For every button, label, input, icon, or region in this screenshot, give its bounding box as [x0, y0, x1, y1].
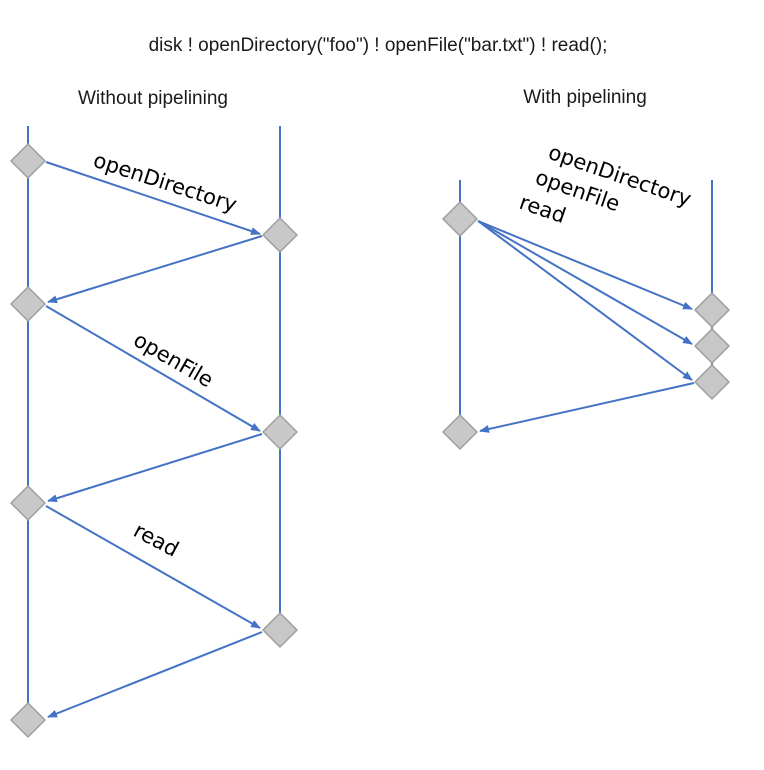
left-label-opendirectory: openDirectory: [90, 148, 239, 217]
left-client-node-2: [9, 285, 47, 323]
left-arrow-read-response: [47, 631, 263, 718]
right-server-node-1: [693, 291, 731, 329]
left-server-node-2: [261, 413, 299, 451]
left-arrow-openfile-request: [45, 305, 261, 432]
left-section-title: Without pipelining: [78, 88, 228, 109]
right-server-node-3: [693, 363, 731, 401]
left-arrow-openfile-response: [47, 433, 263, 503]
left-server-node-1: [261, 216, 299, 254]
right-section-title: With pipelining: [523, 87, 647, 108]
left-label-read: read: [130, 518, 183, 561]
left-client-node-4: [9, 701, 47, 739]
right-diagram: openDirectory openFile read: [441, 140, 731, 451]
left-arrow-opendirectory-response: [47, 235, 263, 304]
left-client-node-1: [9, 142, 47, 180]
left-diagram: openDirectory openFile read: [9, 126, 299, 739]
right-server-node-2: [693, 327, 731, 365]
code-line: disk ! openDirectory("foo") ! openFile("…: [149, 35, 608, 56]
right-arrow-openfile-request: [477, 220, 693, 345]
right-arrow-read-response: [479, 382, 695, 433]
right-client-node-2: [441, 413, 479, 451]
right-arrow-opendirectory-request: [477, 220, 693, 310]
left-client-node-3: [9, 484, 47, 522]
right-client-node-1: [441, 200, 479, 238]
right-arrow-read-request: [477, 220, 693, 381]
left-label-openfile: openFile: [130, 328, 218, 393]
left-arrow-opendirectory-request: [45, 161, 261, 235]
left-arrow-read-request: [45, 505, 261, 629]
left-server-node-3: [261, 611, 299, 649]
